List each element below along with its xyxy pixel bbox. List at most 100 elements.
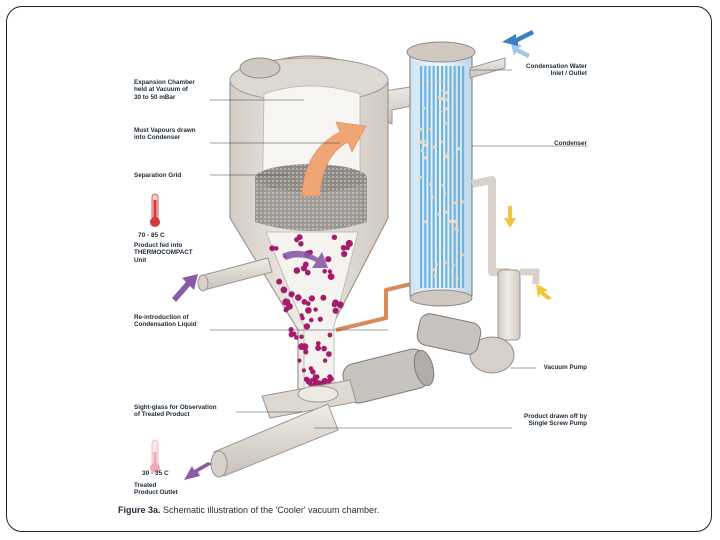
condensate-drop — [460, 253, 464, 257]
temperature-inlet: 70 - 85 C — [138, 232, 165, 239]
product-droplet — [308, 295, 315, 302]
condensate-drop — [448, 219, 452, 223]
product-droplet — [283, 306, 289, 312]
label-treated-outlet: Treated Product Outlet — [134, 482, 178, 497]
condensate-drop — [424, 220, 428, 224]
condensate-drop — [431, 268, 435, 272]
product-droplet — [297, 358, 302, 363]
condensate-drop — [445, 155, 449, 159]
product-droplet — [320, 294, 327, 301]
product-droplet — [317, 316, 323, 322]
condensate-drop — [445, 98, 449, 102]
product-droplet — [327, 374, 333, 380]
sight-glass-housing — [261, 379, 357, 419]
condenser-tube — [436, 66, 439, 288]
condensate-drop — [423, 156, 428, 160]
label-condensation-water: Condensation Water Inlet / Outlet — [526, 63, 587, 78]
product-droplet — [296, 234, 303, 241]
figure-caption-text: Schematic illustration of the 'Cooler' v… — [163, 505, 380, 515]
condensate-drop — [438, 109, 442, 113]
condenser-tube — [462, 66, 465, 288]
condensate-drop — [460, 200, 464, 204]
product-droplet — [294, 335, 299, 340]
condensate-drop — [446, 152, 450, 156]
condenser-tube — [457, 66, 460, 288]
condensate-drop — [423, 143, 427, 147]
condensate-drop — [419, 127, 423, 131]
condensate-drop — [433, 145, 437, 149]
product-droplet — [288, 291, 295, 298]
condensate-drop — [429, 182, 433, 186]
product-droplet — [299, 313, 304, 318]
condensate-drop — [422, 139, 426, 143]
product-droplet — [305, 379, 311, 385]
vacuum-line — [471, 176, 510, 276]
condensate-drop — [429, 127, 433, 131]
product-droplet — [345, 245, 350, 251]
product-droplet — [293, 267, 301, 274]
water-outlet-arrow — [502, 30, 534, 46]
temperature-outlet: 30 - 35 C — [142, 470, 169, 477]
vacuum-pump — [416, 268, 540, 374]
product-droplet — [326, 351, 332, 357]
condensate-drop — [453, 220, 457, 224]
condensate-drop — [443, 261, 447, 265]
leader-lines — [210, 69, 588, 429]
product-droplet — [322, 269, 328, 274]
product-droplet — [327, 269, 333, 274]
condenser-tube — [453, 66, 456, 288]
condenser-tube — [424, 66, 427, 288]
feed-pipe — [197, 257, 273, 292]
product-droplet — [301, 368, 306, 373]
label-reintroduction: Re-introduction of Condensation Liquid — [134, 314, 197, 329]
condensate-drop — [455, 277, 459, 281]
product-droplet — [276, 278, 283, 285]
condensate-drop — [455, 228, 459, 232]
condensate-drop — [457, 147, 461, 151]
product-droplet — [269, 245, 276, 252]
condenser-tube — [445, 66, 448, 288]
product-droplet — [301, 343, 309, 351]
condensate-drop — [430, 195, 434, 199]
condenser-unit — [406, 41, 476, 307]
product-droplet — [321, 345, 327, 352]
condenser-tube — [432, 66, 435, 288]
screw-pump-motor — [342, 348, 435, 404]
product-droplet — [327, 273, 335, 280]
figure-number: Figure 3a. — [118, 505, 161, 515]
condensate-drop — [442, 191, 447, 195]
product-swirl-arrow — [282, 250, 328, 268]
product-droplet — [305, 269, 311, 276]
condensate-drop — [419, 140, 423, 144]
condensate-drop — [418, 175, 422, 179]
condensate-return-pipe — [335, 278, 429, 332]
condenser-tubes — [418, 66, 465, 288]
label-product-fed: Product fed into THERMOCOMPACT Unit — [134, 242, 193, 264]
condenser-tube — [449, 66, 452, 288]
condensate-drop — [437, 212, 441, 216]
condensate-drop — [438, 251, 442, 255]
feed-arrow — [172, 274, 198, 302]
condensate-drop — [422, 106, 426, 110]
condensate-drop — [454, 201, 458, 205]
product-droplet — [303, 323, 311, 330]
outlet-arrow — [184, 462, 212, 480]
condensate-drop — [435, 262, 439, 267]
condensate-drop — [433, 273, 437, 278]
product-droplet — [300, 265, 308, 272]
product-droplet — [315, 341, 321, 346]
product-droplet — [299, 334, 304, 340]
condensate-drop — [445, 91, 449, 95]
condensate-drop — [438, 79, 442, 83]
expansion-chamber-vessel — [229, 55, 389, 391]
top-flange — [239, 57, 281, 79]
label-vacuum-pump: Vacuum Pump — [543, 364, 587, 371]
label-separation-grid: Separation Grid — [134, 172, 182, 179]
product-droplet — [315, 345, 321, 351]
condensate-drop — [444, 210, 448, 214]
condensate-drop — [420, 148, 424, 152]
condensate-drop — [451, 263, 455, 267]
product-droplet — [313, 307, 318, 312]
product-droplet — [303, 349, 309, 355]
vapour-arrow — [301, 121, 367, 197]
